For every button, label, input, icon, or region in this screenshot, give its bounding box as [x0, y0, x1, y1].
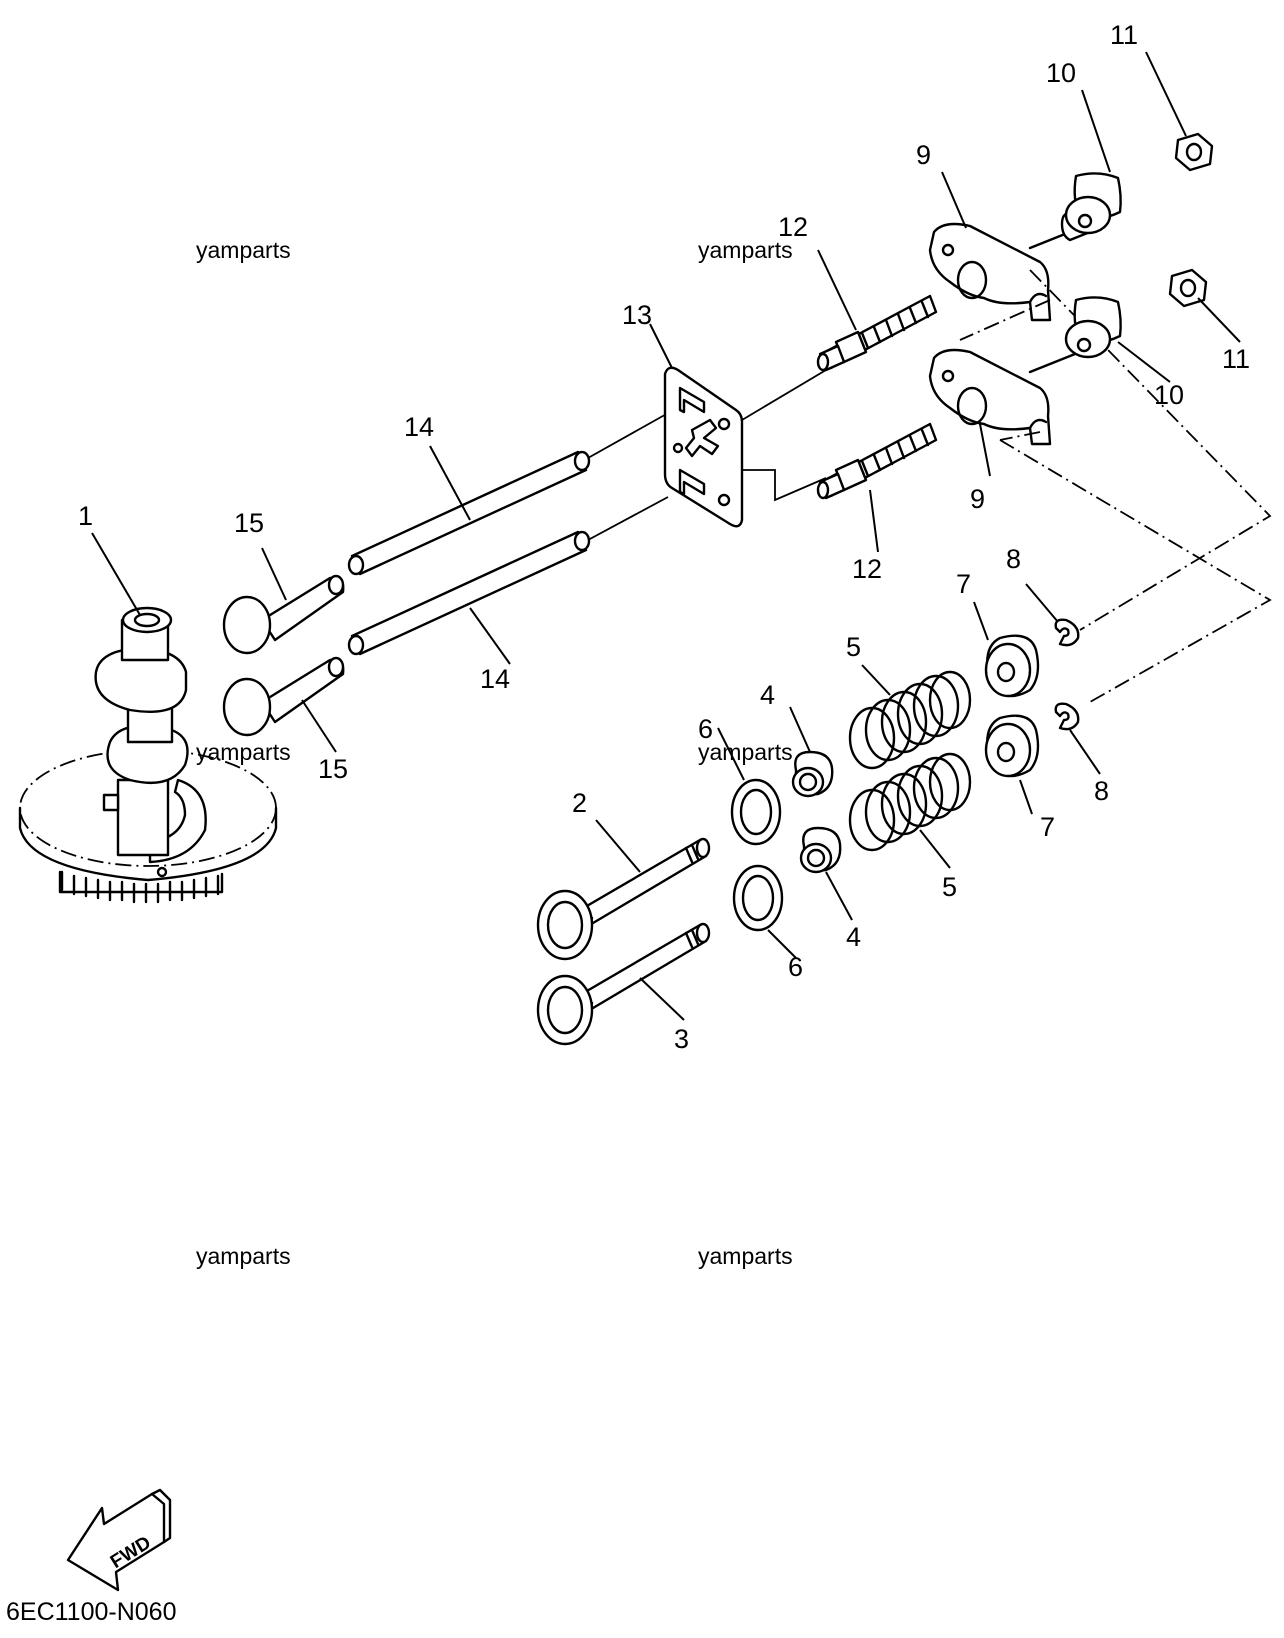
spring-retainer-upper	[984, 634, 1040, 698]
push-rod-lower	[347, 530, 591, 656]
watermark-text: yamparts	[698, 237, 793, 263]
spring-retainer-lower	[984, 714, 1040, 778]
rocker-arm-lower	[928, 348, 1052, 446]
rocker-ball-upper	[1028, 172, 1122, 250]
callout-7-upper: 7	[956, 569, 971, 599]
callout-12-upper: 12	[778, 212, 808, 242]
valve-spring-lower	[848, 752, 972, 852]
watermark-text: yamparts	[698, 1243, 793, 1269]
callout-10-upper: 10	[1046, 58, 1076, 88]
valve-cotter-upper	[1054, 618, 1080, 647]
callout-10-lower: 10	[1154, 380, 1184, 410]
callout-13: 13	[622, 300, 652, 330]
push-rod-guide-plate	[663, 366, 744, 528]
camshaft-assembly	[18, 606, 278, 904]
callout-15-lower: 15	[318, 754, 348, 784]
spring-seat-washer-upper	[730, 778, 782, 846]
callout-labels: 1 2 3 4 4 5 5 6 6 7 7 8 8 9 9 10 10 11 1…	[78, 20, 1250, 1054]
callout-12-lower: 12	[852, 554, 882, 584]
rocker-nut-lower	[1168, 268, 1208, 308]
callout-8-upper: 8	[1006, 544, 1021, 574]
callout-7-lower: 7	[1040, 812, 1055, 842]
watermark-text: yamparts	[196, 1243, 291, 1269]
diagram-code: 6EC1100-N060	[6, 1598, 176, 1626]
rocker-stud-lower	[816, 422, 938, 500]
callout-6-lower: 6	[788, 952, 803, 982]
valve-spring-upper	[848, 670, 972, 770]
callout-5-upper: 5	[846, 632, 861, 662]
rocker-stud-upper	[816, 294, 938, 372]
callout-4-lower: 4	[846, 922, 861, 952]
callout-11-upper: 11	[1110, 20, 1138, 50]
intake-valve	[536, 837, 711, 961]
watermark-text: yamparts	[196, 237, 291, 263]
callout-11-lower: 11	[1222, 344, 1250, 374]
push-rod-upper	[347, 450, 591, 576]
watermark-text: yamparts	[698, 739, 793, 765]
leader-lines	[91, 51, 1241, 1021]
exhaust-valve	[536, 922, 711, 1046]
rocker-arm-upper	[928, 222, 1052, 322]
callout-2: 2	[572, 788, 587, 818]
valve-stem-seal-upper	[791, 750, 834, 798]
callout-14-upper: 14	[404, 412, 434, 442]
callout-8-lower: 8	[1094, 776, 1109, 806]
valve-cotter-lower	[1054, 702, 1080, 731]
callout-1: 1	[78, 501, 93, 531]
spring-seat-washer-lower	[732, 864, 784, 932]
callout-3: 3	[674, 1024, 689, 1054]
callout-9-upper: 9	[916, 140, 931, 170]
callout-6-upper: 6	[698, 714, 713, 744]
forward-arrow-icon: FWD	[66, 1488, 172, 1592]
callout-5-lower: 5	[942, 872, 957, 902]
callout-4-upper: 4	[760, 680, 775, 710]
callout-14-lower: 14	[480, 664, 510, 694]
rocker-nut-upper	[1174, 132, 1214, 172]
rocker-ball-lower	[1028, 296, 1122, 374]
callout-15-upper: 15	[234, 508, 264, 538]
valve-lifter-lower	[222, 656, 345, 737]
watermarks: yamparts yamparts yamparts yamparts yamp…	[196, 237, 793, 1269]
watermark-text: yamparts	[196, 739, 291, 765]
valve-stem-seal-lower	[799, 826, 842, 874]
valve-lifter-upper	[222, 574, 345, 655]
callout-9-lower: 9	[970, 484, 985, 514]
